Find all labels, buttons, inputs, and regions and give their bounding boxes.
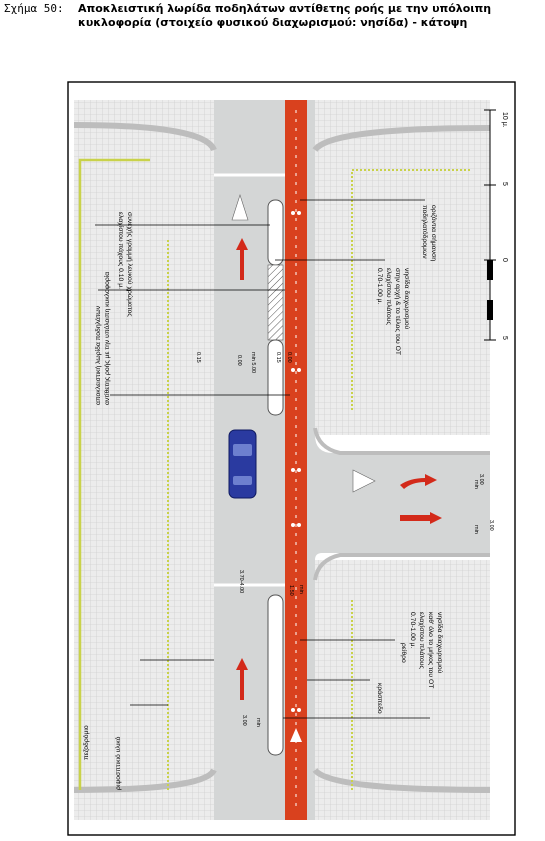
label-exclusive-2: αντίθετης ροής με την υπόλοιπη κυκλοφορί… [103, 272, 111, 405]
figure-title-line2: κυκλοφορία (στοιχείο φυσικού διαχωρισμού… [78, 16, 468, 29]
scale-label-0: 0 [501, 258, 508, 262]
dim-300-a: 3.00 [478, 474, 484, 485]
label-exclusive-1: αποκλειστική λωρίδα ποδηλάτων [94, 305, 102, 405]
label-island-2: στην αρχή & το τέλος του ΟΤ [394, 268, 402, 355]
label-sidewalk: πεζοδρόμιο [82, 725, 90, 760]
dim-min-c: min [298, 585, 304, 594]
label-continuous-2: ελαχίστου πάχους 0.10 μ. [117, 212, 125, 289]
dim-000-b: 0.00 [286, 352, 292, 363]
left-sidewalk [74, 100, 214, 820]
label-curb: ρείθρο [400, 643, 408, 663]
label-kraspedo: κράσπεδο [376, 683, 384, 714]
separation-island-1 [267, 199, 284, 266]
dim-min-a: min [473, 525, 479, 534]
tactile-line-right-upper [351, 169, 470, 410]
dim-000-a: 0.00 [236, 355, 242, 366]
label-island-b1: νησίδα διαχωρισμού [436, 612, 444, 674]
direction-arrows [236, 238, 442, 700]
dim-300-c: 3.00 [241, 715, 247, 726]
label-signs-2: ποδηλατόδρομων [421, 205, 429, 259]
right-sidewalk-upper [315, 100, 490, 435]
bike-lane [285, 100, 307, 820]
yield-marking-2 [352, 469, 376, 493]
label-island-1: νησίδα διαχωρισμού [403, 268, 411, 330]
separation-island-2 [267, 339, 284, 416]
scale-label-10: 10 μ. [501, 112, 508, 128]
label-island-b4: 0.70-1.00 μ. [409, 612, 416, 649]
yield-marking-3 [290, 728, 302, 742]
dim-min-d: min [255, 718, 261, 727]
side-road [315, 453, 490, 553]
dim-300-b: 3.00 [488, 520, 494, 531]
leader-lines [95, 199, 430, 719]
label-signs-1: οριζόντια σήμανση [430, 205, 438, 261]
car [228, 429, 257, 499]
label-island-b3: ελαχίστου πλάτους [418, 612, 426, 670]
figure-title-line1: Αποκλειστική λωρίδα ποδηλάτων αντίθετης … [78, 2, 492, 15]
dim-015-b: 0.15 [275, 352, 281, 363]
dim-015-a: 0.15 [195, 352, 201, 363]
scale-bar [484, 109, 496, 341]
dim-min-b: min [473, 480, 479, 489]
scale-label-5b: 5 [501, 336, 508, 340]
label-tactile: ριψοσπτικιό υλικό [114, 736, 122, 790]
figure-label: Σχήμα 50: [4, 2, 64, 15]
figure-title: Αποκλειστική λωρίδα ποδηλάτων αντίθετης … [78, 2, 538, 30]
label-island-3: ελαχίστου πλάτους [385, 268, 393, 326]
label-island-4: 0.70-1.00 μ. [376, 268, 383, 305]
dim-150: 1.50 [288, 585, 294, 596]
right-sidewalk-lower [315, 560, 490, 820]
scale-label-5a: 5 [501, 182, 508, 186]
bike-symbols [291, 211, 301, 712]
separation-island-3 [267, 594, 284, 756]
label-island-b2: καθ' όλο το μήκος του ΟΤ [427, 612, 435, 688]
tactile-line-left [78, 158, 150, 790]
dim-370: 3.70-4.00 [238, 570, 244, 593]
dim-min5: min 5.00 [250, 352, 256, 373]
yield-marking-1 [231, 194, 249, 221]
label-continuous-1: συνεχής γραμμή λευκού χρώματος [126, 212, 134, 317]
